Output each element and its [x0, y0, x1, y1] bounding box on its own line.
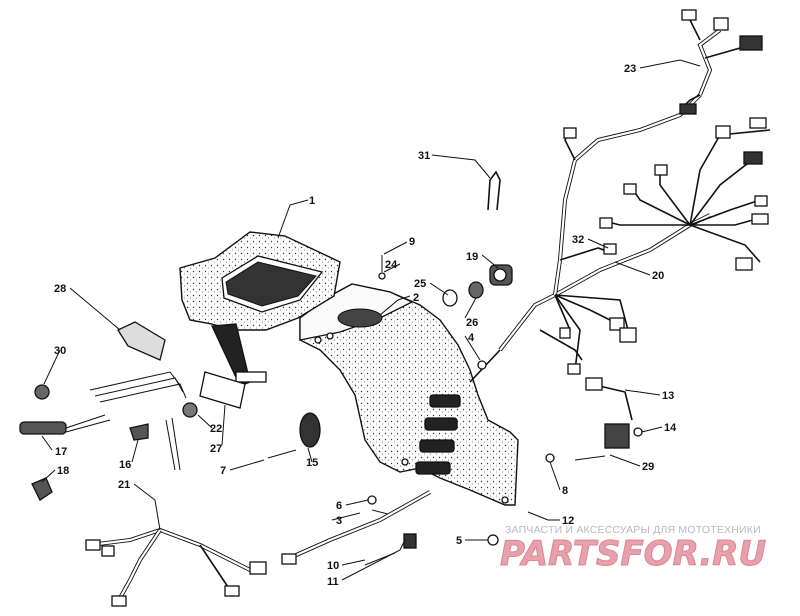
- callout-31: 31: [418, 150, 430, 162]
- callout-30: 30: [54, 345, 66, 357]
- callout-27: 27: [210, 443, 222, 455]
- cap: [34, 384, 50, 400]
- callout-29: 29: [642, 461, 654, 473]
- watermark-tagline: ЗАПЧАСТИ И АКСЕССУАРЫ ДЛЯ МОТОТЕХНИКИ: [505, 524, 761, 536]
- bracket: [199, 371, 246, 409]
- screw-12: [527, 511, 549, 521]
- wire-clamp: [487, 170, 501, 211]
- grommet: [477, 360, 487, 370]
- callout-7: 7: [220, 465, 226, 477]
- main-wire-harness: [469, 19, 771, 383]
- clip: [403, 533, 417, 549]
- lens: [117, 321, 166, 361]
- harness-connectors: [559, 9, 769, 375]
- callout-14: 14: [664, 422, 677, 434]
- callout-32: 32: [572, 234, 584, 246]
- callout-25: 25: [414, 278, 426, 290]
- voltage-regulator: [585, 377, 633, 449]
- console-panel: [299, 283, 519, 506]
- callout-11: 11: [327, 576, 339, 588]
- callout-24: 24: [385, 259, 398, 271]
- leader-lines: [41, 59, 701, 581]
- lock-nut: [468, 281, 484, 299]
- callout-28: 28: [54, 283, 66, 295]
- secondary-harness: [85, 527, 267, 607]
- grommet-15: [299, 412, 321, 448]
- callout-17: 17: [55, 446, 67, 458]
- ignition-switch: [489, 264, 513, 286]
- callout-13: 13: [662, 390, 674, 402]
- watermark-logo: PARTSFOR.RU: [500, 534, 766, 574]
- callout-10: 10: [327, 560, 339, 572]
- callout-6: 6: [336, 500, 342, 512]
- nut-5: [487, 534, 499, 546]
- callout-4: 4: [468, 332, 475, 344]
- callout-16: 16: [119, 459, 131, 471]
- callout-1: 1: [309, 195, 315, 207]
- callout-2: 2: [413, 292, 419, 304]
- callout-20: 20: [652, 270, 664, 282]
- light-switch: [19, 371, 187, 435]
- clip-18: [31, 477, 53, 501]
- callout-23: 23: [624, 63, 636, 75]
- nut-22: [182, 402, 198, 418]
- gauge-housing: [179, 231, 341, 387]
- callout-5: 5: [456, 535, 462, 547]
- bolt-7: [267, 449, 297, 459]
- callout-18: 18: [57, 465, 69, 477]
- callout-22: 22: [210, 423, 222, 435]
- switch-16: [129, 423, 149, 441]
- callout-8: 8: [562, 485, 568, 497]
- callout-9: 9: [409, 236, 415, 248]
- washer-small: [545, 453, 555, 463]
- bolt-29: [574, 455, 606, 461]
- washer: [442, 289, 458, 307]
- callout-15: 15: [306, 457, 318, 469]
- callout-12: 12: [562, 515, 574, 527]
- callout-26: 26: [466, 317, 478, 329]
- callout-labels: 1 2 3 4 5 6 7 8 9 10 11 12 13 14 15 16 1…: [54, 63, 677, 588]
- callout-21: 21: [118, 479, 130, 491]
- callout-3: 3: [336, 515, 342, 527]
- callout-19: 19: [466, 251, 478, 263]
